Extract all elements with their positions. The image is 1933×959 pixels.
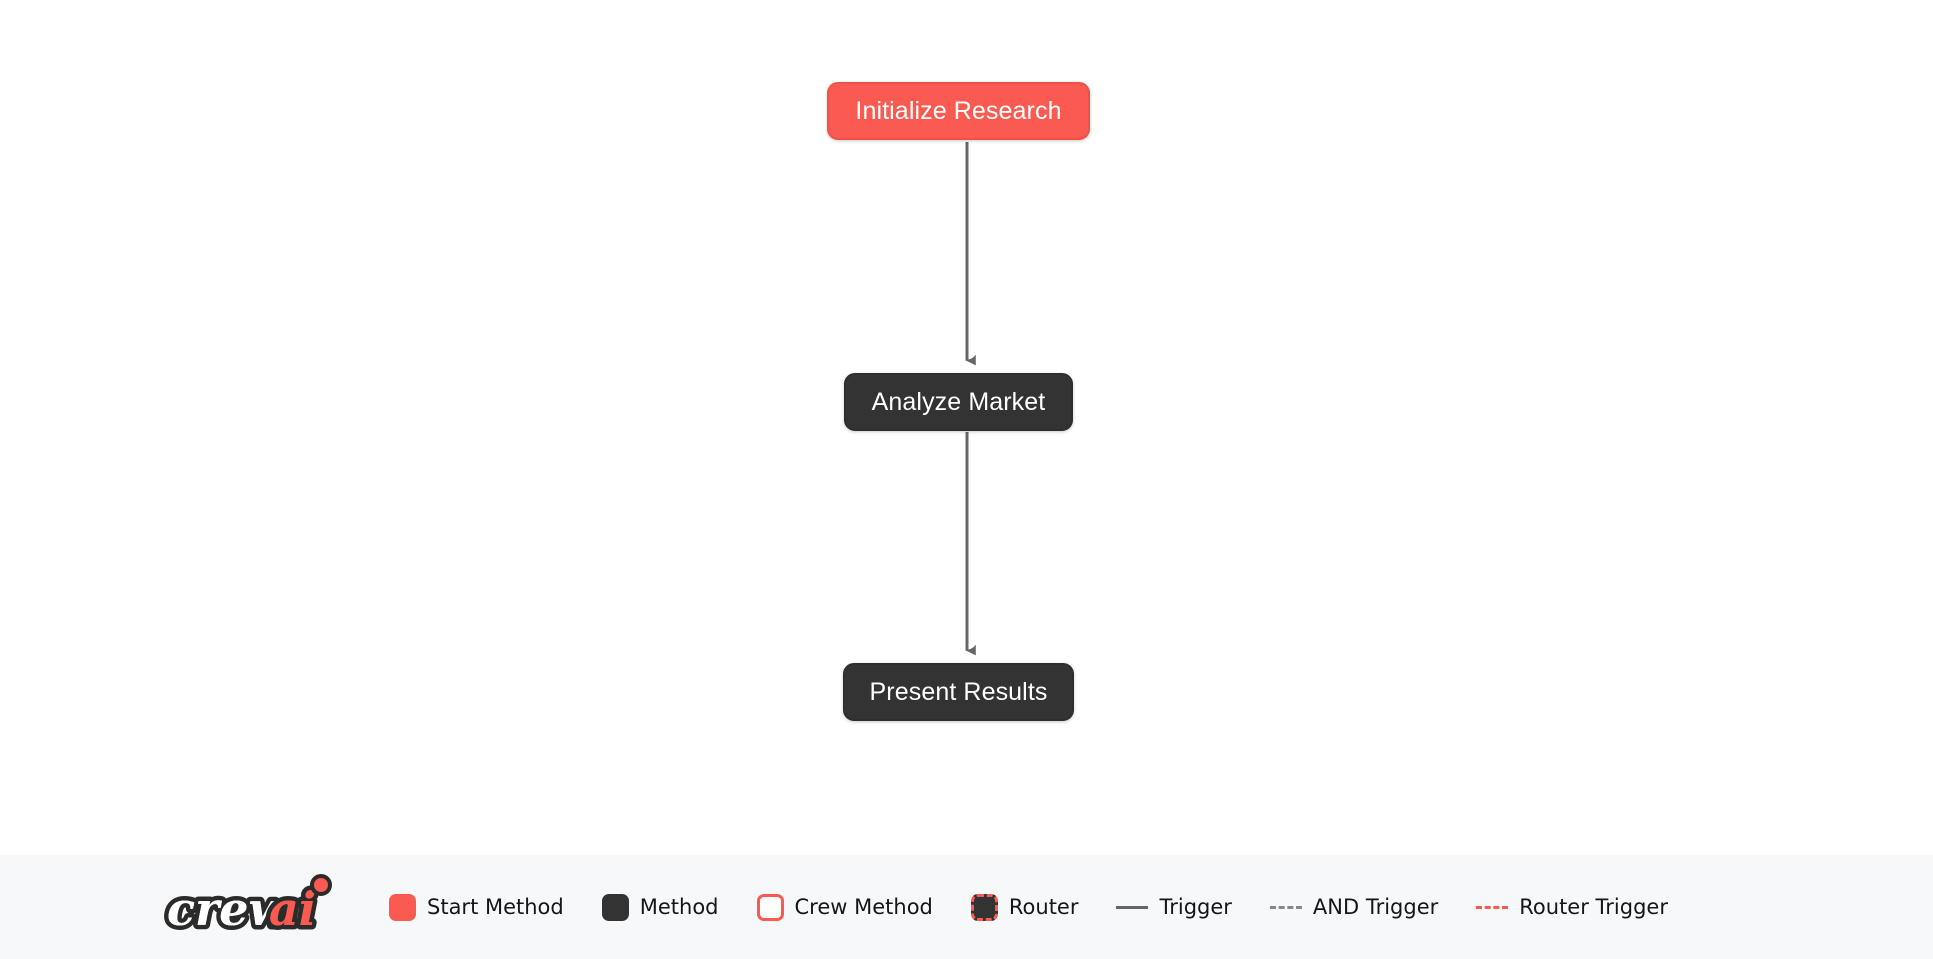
crewai-logo-ai-fill: ai xyxy=(269,882,316,936)
legend-item-method: Method xyxy=(601,893,719,921)
legend-item-trigger: Trigger xyxy=(1116,894,1232,919)
flow-node-label: Initialize Research xyxy=(855,96,1062,125)
legend-item-list: Start Method Method Crew Method Router T… xyxy=(389,893,1668,921)
legend-item-label: Method xyxy=(639,894,719,919)
legend-item-label: Start Method xyxy=(427,894,564,919)
crewai-logo-crew-fill: crew xyxy=(167,882,290,936)
flow-node-present-results[interactable]: Present Results xyxy=(843,663,1074,721)
and-trigger-line-icon xyxy=(1269,905,1302,909)
legend-item-label: Router xyxy=(1008,894,1079,919)
flow-node-initialize-research[interactable]: Initialize Research xyxy=(827,82,1090,140)
crew-method-swatch-icon xyxy=(756,893,784,921)
crewai-logo-dot xyxy=(310,874,332,896)
flow-canvas[interactable]: Initialize Research Analyze Market Prese… xyxy=(0,0,1933,855)
edge-layer xyxy=(964,142,976,656)
method-swatch-icon xyxy=(601,893,629,921)
start-method-swatch-icon xyxy=(389,893,416,921)
legend-item-label: Crew Method xyxy=(794,894,933,919)
legend-item-and-trigger: AND Trigger xyxy=(1269,894,1439,919)
flow-node-label: Analyze Market xyxy=(871,387,1046,416)
legend-item-label: AND Trigger xyxy=(1312,894,1439,919)
legend-bar: crew crew ai ai Start Method Method Crew… xyxy=(0,855,1933,959)
router-swatch-icon xyxy=(970,893,998,921)
legend-item-crew-method: Crew Method xyxy=(756,893,933,921)
legend-item-start-method: Start Method xyxy=(389,893,564,921)
crewai-logo: crew crew ai ai xyxy=(163,874,332,941)
legend-item-router-trigger: Router Trigger xyxy=(1476,894,1668,919)
crewai-logo-crew: crew xyxy=(167,882,290,936)
flow-node-analyze-market[interactable]: Analyze Market xyxy=(844,373,1073,431)
router-trigger-line-icon xyxy=(1476,905,1509,909)
trigger-line-icon xyxy=(1116,905,1149,909)
flow-node-label: Present Results xyxy=(869,677,1048,706)
legend-item-label: Router Trigger xyxy=(1519,894,1668,919)
legend-item-router: Router xyxy=(970,893,1079,921)
legend-item-label: Trigger xyxy=(1159,894,1232,919)
